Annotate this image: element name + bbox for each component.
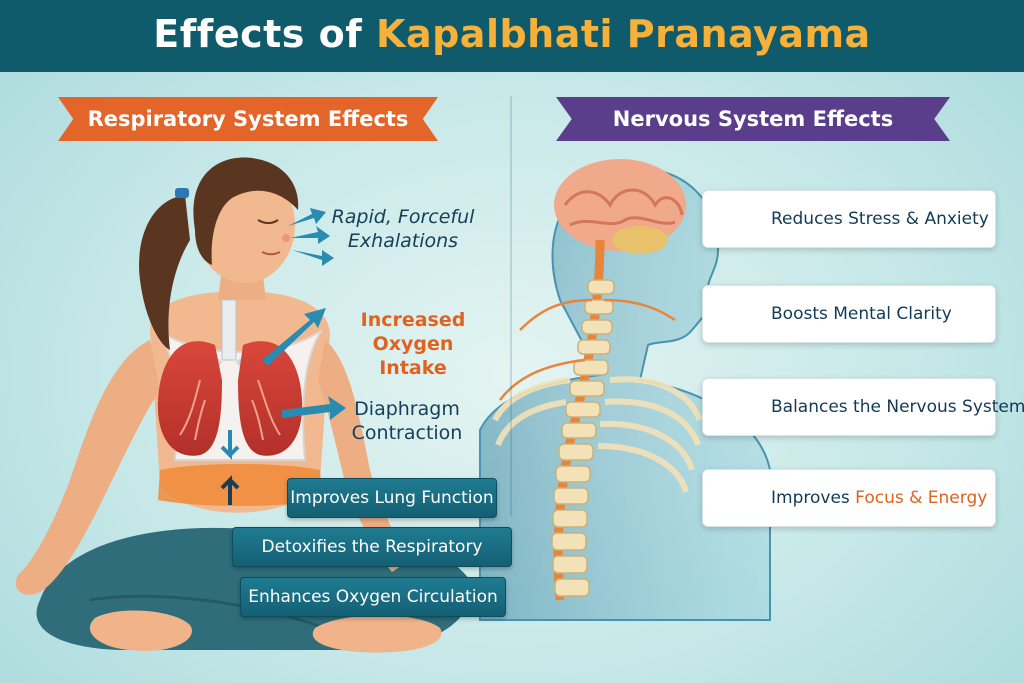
title-accent: Kapalbhati Pranayama xyxy=(376,12,871,56)
respiratory-ribbon: Respiratory System Effects xyxy=(58,97,438,141)
card-label: Reduces Stress & Anxiety xyxy=(771,209,989,229)
card-label: Boosts Mental Clarity xyxy=(771,304,952,324)
title-bar xyxy=(0,0,1024,72)
nervous-figure xyxy=(479,159,771,621)
diaphragm-arrow xyxy=(282,396,346,420)
exhale-arrows xyxy=(288,208,334,266)
oxygen-arrow xyxy=(262,308,326,366)
annotation-oxygen-line1: Increased Oxygen xyxy=(360,309,466,355)
annotation-oxygen: Increased Oxygen Intake xyxy=(318,308,508,380)
annotation-diaphragm-line1: Diaphragm xyxy=(354,398,460,420)
card-label: Improves Focus & Energy xyxy=(771,470,987,526)
card-label-prefix: Improves xyxy=(771,488,856,508)
lungs-diagram xyxy=(157,299,303,505)
effect-card-stress: Reduces Stress & Anxiety xyxy=(702,190,996,248)
effect-card-clarity: Boosts Mental Clarity xyxy=(702,285,996,343)
benefit-pill: Enhances Oxygen Circulation xyxy=(240,577,506,617)
annotation-diaphragm-line2: Contraction xyxy=(351,422,463,444)
title-prefix: Effects of xyxy=(153,12,363,56)
annotation-diaphragm: Diaphragm Contraction xyxy=(332,397,482,445)
effect-card-balance: Balances the Nervous System xyxy=(702,378,1024,436)
card-label: Balances the Nervous System xyxy=(771,397,1024,417)
benefit-pill: Detoxifies the Respiratory System xyxy=(232,527,512,595)
benefit-pill: Improves Lung Function xyxy=(287,478,497,518)
page-title: Effects of Kapalbhati Pranayama xyxy=(0,12,1024,56)
annotation-exhalations: Rapid, Forceful Exhalations xyxy=(318,205,488,253)
annotation-oxygen-line2: Intake xyxy=(379,357,447,379)
annotation-exhale-line1: Rapid, Forceful xyxy=(331,206,475,228)
annotation-exhale-line2: Exhalations xyxy=(347,230,459,252)
nervous-ribbon: Nervous System Effects xyxy=(556,97,950,141)
card-label-highlight: Focus & Energy xyxy=(855,488,988,508)
effect-card-focus: Improves Focus & Energy xyxy=(702,469,996,527)
section-divider xyxy=(510,96,512,516)
